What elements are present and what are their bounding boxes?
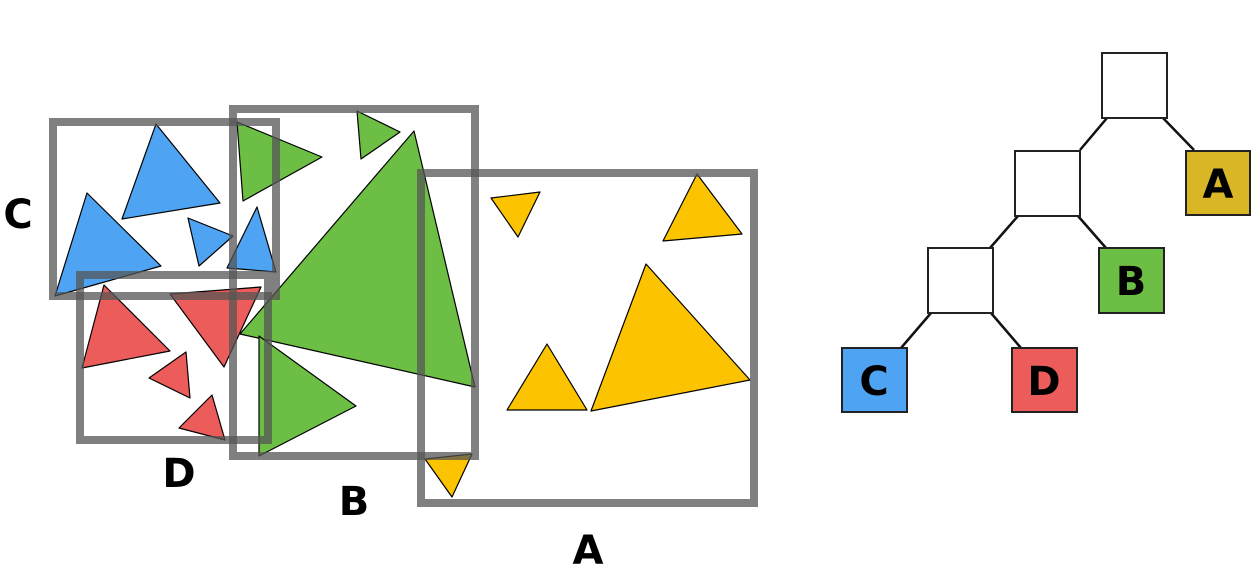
triangle-c1: [121, 123, 221, 220]
tree-node-inner-1: [1014, 150, 1081, 217]
tree-edge-n1-b: [1077, 215, 1107, 249]
triangle-c3: [187, 217, 234, 267]
triangle-b4: [258, 335, 357, 457]
tree-leaf-d-label: D: [1027, 359, 1060, 405]
bounding-box-c: [49, 118, 280, 300]
tree-edge-root-n1: [1079, 117, 1108, 151]
group-d-triangles: [81, 284, 262, 441]
bounding-box-a: [417, 169, 758, 507]
triangle-a3: [506, 343, 588, 411]
triangle-d4: [178, 394, 226, 441]
triangle-b2: [356, 110, 401, 160]
tree-edge-n2-c: [900, 312, 932, 349]
tree-leaf-a-label: A: [1203, 162, 1234, 208]
scene: C D B A: [3, 105, 758, 572]
triangle-a5: [424, 453, 473, 498]
group-a-triangles: [424, 173, 751, 498]
bounding-box-b: [229, 105, 479, 460]
triangle-d1: [81, 284, 171, 369]
triangle-b3: [239, 130, 476, 388]
tree-leaf-b: [1098, 247, 1165, 314]
tree-edge-n2-d: [990, 312, 1022, 349]
tree-node-root: [1101, 52, 1168, 119]
group-c-triangles: [54, 123, 277, 297]
tree-edge-root-a: [1162, 117, 1195, 151]
tree-leaf-d: [1011, 347, 1078, 413]
tree-edge-n1-n2: [989, 215, 1019, 249]
triangle-c2: [54, 192, 162, 297]
box-label-c: C: [3, 192, 32, 238]
bvh-tree: A B C D: [841, 52, 1251, 413]
bounding-box-d: [76, 271, 272, 444]
box-label-d: D: [162, 451, 195, 497]
tree-leaf-c-label: C: [859, 359, 888, 405]
triangle-a2: [662, 173, 743, 242]
tree-leaf-b-label: B: [1116, 259, 1147, 305]
box-label-b: B: [339, 479, 370, 525]
tree-node-inner-2: [927, 247, 994, 314]
triangle-d2: [169, 286, 262, 368]
triangle-c4: [226, 206, 277, 273]
box-label-a: A: [573, 528, 604, 572]
triangle-a4: [590, 263, 751, 412]
tree-leaf-c: [841, 347, 908, 413]
tree-leaf-a: [1185, 150, 1251, 216]
triangle-a1: [490, 191, 541, 238]
triangle-d3: [148, 351, 191, 399]
